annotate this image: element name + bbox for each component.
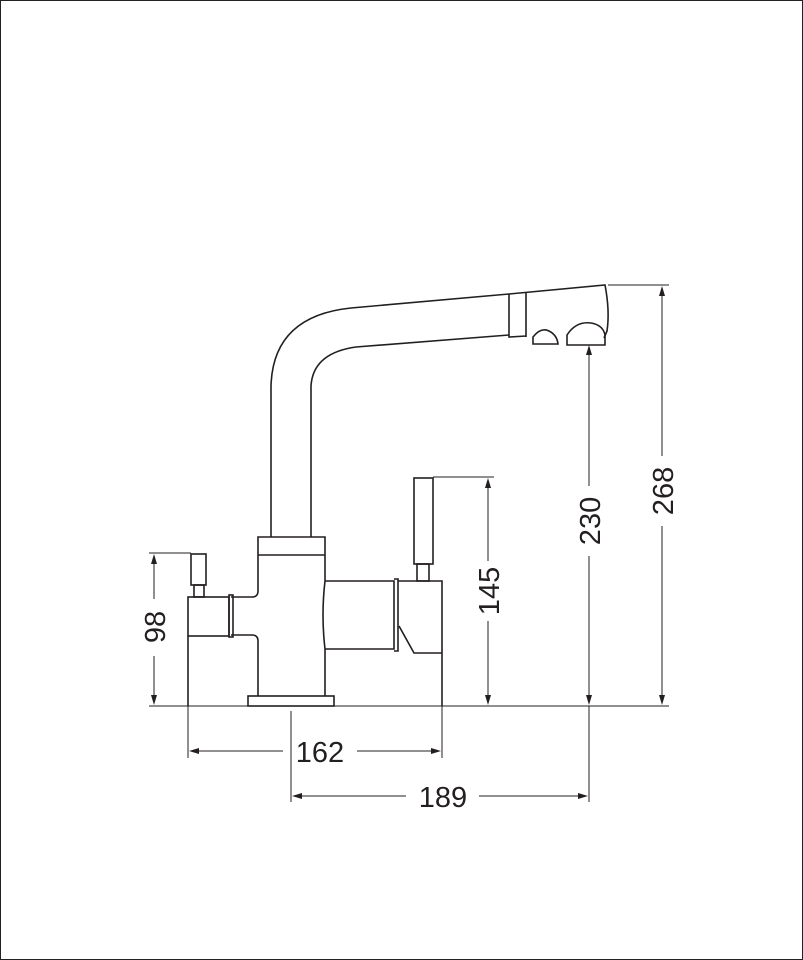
- right-lever-stem: [416, 563, 430, 582]
- left-lever: [190, 553, 207, 586]
- dimension-lines: [149, 284, 669, 802]
- right-cartridge: [325, 580, 395, 650]
- left-handle-block: [187, 596, 230, 637]
- right-collar: [394, 578, 399, 652]
- main-body: [231, 536, 326, 696]
- dim-230: 230: [575, 497, 607, 545]
- right-lever: [413, 477, 434, 565]
- dim-268: 268: [648, 467, 680, 515]
- spout-inner: [310, 334, 510, 537]
- dim-162: 162: [296, 737, 344, 769]
- faucet-outline: [187, 284, 609, 707]
- right-handle-block: [398, 580, 443, 706]
- left-handle-collar: [228, 594, 234, 638]
- nozzle-small: [532, 329, 559, 345]
- nozzle-large: [566, 321, 606, 346]
- dim-145: 145: [474, 567, 506, 615]
- spout-outer: [270, 293, 510, 537]
- base-plate: [247, 695, 335, 707]
- left-lever-stem: [193, 584, 205, 598]
- dim-98: 98: [140, 611, 172, 643]
- dimension-labels: 98 145 230 268 162 189: [140, 467, 680, 814]
- dim-189: 189: [419, 782, 467, 814]
- spray-head: [508, 284, 609, 339]
